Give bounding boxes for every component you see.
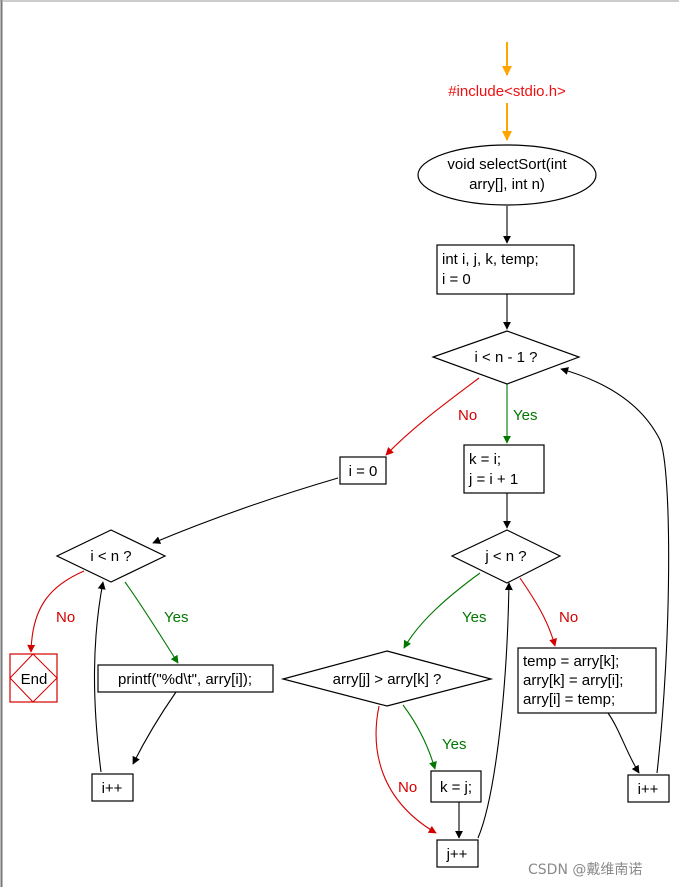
edge-printf-iinc [132, 691, 177, 765]
compare-condition-diamond [280, 650, 494, 707]
swap-line-2: arry[k] = arry[i]; [523, 672, 623, 689]
printf-box [97, 664, 274, 693]
printf-text: printf("%d\t", arry[i]); [118, 671, 252, 688]
outer-condition-diamond [431, 330, 581, 385]
i-increment-print-box [91, 773, 134, 802]
node-swap: temp = arry[k]; arry[k] = arry[i]; arry[… [517, 647, 657, 714]
label-inner-no: No [559, 609, 578, 626]
label-outer-yes: Yes [513, 407, 537, 424]
node-i-increment-print: i++ [91, 773, 134, 802]
set-k-box [430, 770, 482, 803]
reset-i-text: i = 0 [349, 463, 378, 480]
edge-swap-iinc [607, 712, 640, 774]
i-increment-print-text: i++ [102, 780, 123, 797]
node-include: #include<stdio.h> [448, 83, 566, 100]
watermark: CSDN @戴维南诺 [528, 862, 642, 878]
edge-reset-print [152, 477, 339, 544]
label-inner-yes: Yes [462, 609, 486, 626]
outer-condition-text: i < n - 1 ? [475, 349, 538, 366]
label-print-no: No [56, 609, 75, 626]
print-condition-text: i < n ? [90, 548, 131, 565]
node-j-increment: j++ [436, 839, 479, 868]
end-diamond [9, 653, 58, 703]
j-increment-text: j++ [446, 846, 468, 863]
end-text: End [21, 671, 48, 688]
set-k-text: k = j; [440, 779, 472, 796]
inner-condition-diamond [450, 529, 562, 584]
edge-compare-no [375, 705, 437, 834]
swap-line-3: arry[i] = temp; [523, 691, 615, 708]
swap-box [517, 647, 657, 714]
edge-iinc-outer [560, 367, 670, 774]
node-set-k: k = j; [430, 770, 482, 803]
node-function-start: void selectSort(int arry[], int n) [417, 144, 597, 206]
inner-condition-text: j < n ? [484, 548, 526, 565]
assign-k-line-1: k = i; [469, 451, 501, 468]
print-condition-diamond [55, 529, 167, 583]
compare-condition-text: arry[j] > arry[k] ? [333, 671, 442, 688]
node-print-condition: i < n ? [55, 529, 167, 583]
label-print-yes: Yes [164, 609, 188, 626]
edge-inner-yes [403, 572, 481, 649]
edge-print-no [27, 570, 85, 653]
label-compare-no: No [398, 779, 417, 796]
node-compare-condition: arry[j] > arry[k] ? [280, 650, 494, 707]
edge-jinc-inner [477, 582, 513, 839]
label-compare-yes: Yes [442, 736, 466, 753]
function-line-1: void selectSort(int [447, 156, 567, 173]
declaration-line-2: i = 0 [442, 271, 471, 288]
node-end: End [9, 653, 58, 703]
edge-compare-yes [402, 704, 437, 770]
reset-i-box [339, 456, 387, 485]
node-assign-k-j: k = i; j = i + 1 [463, 444, 545, 494]
declaration-line-1: int i, j, k, temp; [442, 251, 539, 268]
j-increment-box [436, 839, 479, 868]
node-i-increment-sort: i++ [627, 774, 670, 803]
edge-inner-no [519, 577, 557, 647]
assign-k-line-2: j = i + 1 [468, 471, 518, 488]
edge-outer-no [385, 377, 480, 456]
edge-labels: Yes No Yes No Yes No Yes No [56, 407, 578, 796]
function-line-2: arry[], int n) [469, 176, 545, 193]
assign-k-j-box [463, 444, 545, 494]
node-declaration: int i, j, k, temp; i = 0 [436, 244, 575, 295]
edge-print-yes [124, 581, 179, 664]
i-increment-sort-text: i++ [638, 781, 659, 798]
node-outer-condition: i < n - 1 ? [431, 330, 581, 385]
i-increment-sort-box [627, 774, 670, 803]
node-reset-i: i = 0 [339, 456, 387, 485]
swap-line-1: temp = arry[k]; [523, 653, 619, 670]
edge-iinc-print [93, 581, 106, 773]
declaration-box [436, 244, 575, 295]
node-printf: printf("%d\t", arry[i]); [97, 664, 274, 693]
node-inner-condition: j < n ? [450, 529, 562, 584]
label-outer-no: No [458, 407, 477, 424]
function-ellipse [417, 144, 597, 206]
edges [27, 42, 670, 839]
